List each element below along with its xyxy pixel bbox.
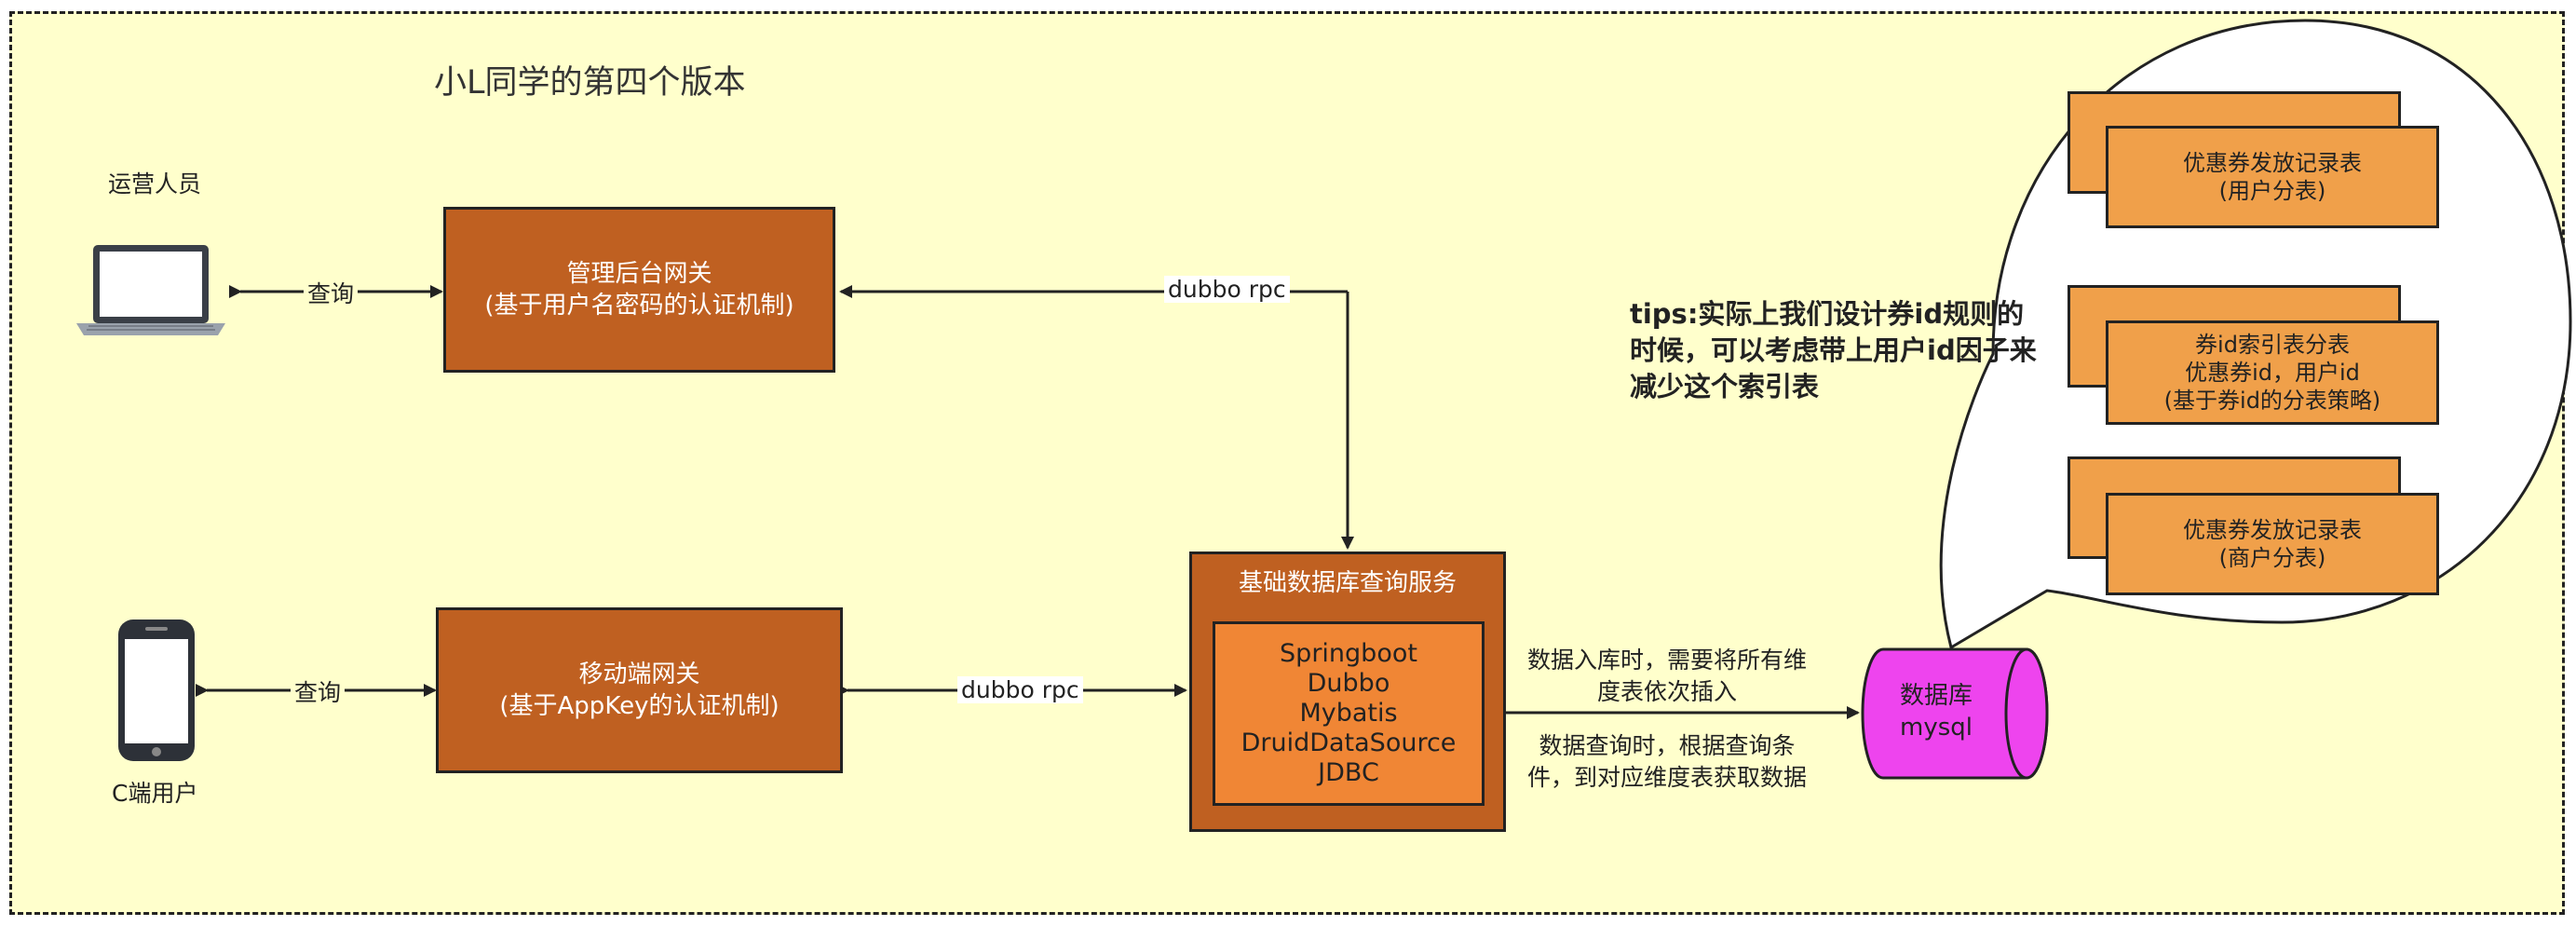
edge-label-rpc-mobile: dubbo rpc	[957, 676, 1083, 703]
diagram-title: 小L同学的第四个版本	[434, 64, 746, 102]
stack-jdbc: JDBC	[1318, 758, 1379, 787]
mobile-gateway-desc: (基于AppKey的认证机制)	[499, 692, 780, 720]
table-card-coupon-user: 优惠券发放记录表 (用户分表)	[2106, 126, 2439, 228]
admin-gateway-title: 管理后台网关	[566, 260, 712, 288]
tips-note: tips:实际上我们设计券id规则的时候，可以考虑带上用户id因子来减少这个索引…	[1630, 298, 2037, 402]
table-3-title: 优惠券发放记录表	[2183, 517, 2362, 543]
table-2-fields: 优惠券id，用户id	[2185, 360, 2360, 386]
read-note-line2: 件，到对应维度表获取数据	[1526, 764, 1807, 791]
phone-icon	[118, 620, 195, 761]
stack-dubbo: Dubbo	[1307, 669, 1390, 698]
write-note: 数据入库时，需要将所有维 度表依次插入	[1513, 645, 1821, 708]
mobile-gateway-box: 移动端网关 (基于AppKey的认证机制)	[436, 607, 843, 773]
table-card-coupon-index: 券id索引表分表 优惠券id，用户id (基于券id的分表策略)	[2106, 320, 2439, 425]
read-note: 数据查询时，根据查询条 件，到对应维度表获取数据	[1513, 730, 1821, 794]
edge-label-query-admin: 查询	[304, 276, 359, 309]
write-note-line1: 数据入库时，需要将所有维	[1526, 647, 1807, 674]
stack-springboot: Springboot	[1280, 639, 1417, 668]
edge-label-rpc-admin: dubbo rpc	[1164, 276, 1290, 303]
admin-gateway-desc: (基于用户名密码的认证机制)	[484, 292, 794, 320]
table-2-title: 券id索引表分表	[2195, 332, 2350, 358]
mobile-gateway-title: 移动端网关	[578, 660, 700, 688]
table-3-note: (商户分表)	[2218, 545, 2326, 571]
database-engine: mysql	[1900, 714, 1973, 742]
table-1-title: 优惠券发放记录表	[2183, 150, 2362, 176]
table-2-note: (基于券id的分表策略)	[2163, 388, 2381, 414]
stack-mybatis: Mybatis	[1299, 699, 1398, 728]
admin-gateway-box: 管理后台网关 (基于用户名密码的认证机制)	[443, 207, 835, 373]
database-name: 数据库	[1899, 682, 1973, 710]
query-service-box: 基础数据库查询服务 Springboot Dubbo Mybatis Druid…	[1189, 552, 1506, 832]
edge-label-query-mobile: 查询	[291, 674, 346, 708]
read-note-line1: 数据查询时，根据查询条	[1539, 732, 1796, 759]
operator-label: 运营人员	[108, 170, 202, 197]
tech-stack-box: Springboot Dubbo Mybatis DruidDataSource…	[1213, 621, 1485, 806]
table-card-coupon-merchant: 优惠券发放记录表 (商户分表)	[2106, 493, 2439, 595]
query-service-title: 基础数据库查询服务	[1238, 569, 1457, 597]
stack-druid: DruidDataSource	[1241, 729, 1457, 757]
table-1-note: (用户分表)	[2218, 178, 2326, 204]
write-note-line2: 度表依次插入	[1596, 678, 1737, 705]
c-user-label: C端用户	[112, 780, 198, 807]
database-cylinder	[1861, 647, 2049, 780]
database-label: 数据库 mysql	[1863, 680, 2010, 743]
laptop-icon	[76, 245, 225, 335]
